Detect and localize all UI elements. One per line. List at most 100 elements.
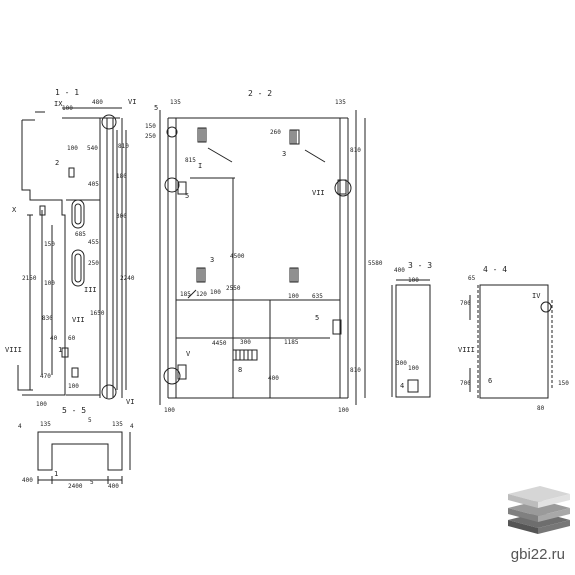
dim-label: 2150 <box>22 275 37 282</box>
section-1-1-detail-circle <box>101 384 117 400</box>
section-1-1-insert <box>68 167 75 178</box>
dim-label: 4450 <box>212 340 227 347</box>
section-3-3-title: 3 - 3 <box>408 261 432 270</box>
dim-label: 455 <box>88 239 99 246</box>
section-2-2-leaders <box>187 147 326 299</box>
section-3-3-dims <box>391 279 430 397</box>
dim-label: 100 <box>68 383 79 390</box>
dim-label: 2550 <box>226 285 241 292</box>
dim-label: 100 <box>288 293 299 300</box>
dim-label: 700 <box>460 300 471 307</box>
dim-label: 135 <box>335 99 346 106</box>
dim-label: 60 <box>68 335 76 342</box>
mark-label: 3 <box>210 256 214 264</box>
mark-label: 1 <box>58 346 62 354</box>
mark-label: 5 <box>185 192 189 200</box>
dim-label: 300 <box>396 360 407 367</box>
dim-label: 80 <box>537 405 545 412</box>
insert-5 <box>337 179 347 195</box>
dim-label: 810 <box>350 147 361 154</box>
section-1-1-insert <box>39 205 46 216</box>
mark-label: VIII <box>5 346 22 354</box>
dim-label: 810 <box>350 367 361 374</box>
dim-label: 1185 <box>284 339 299 346</box>
dim-label: 250 <box>145 133 156 140</box>
dim-label: 100 <box>338 407 349 414</box>
dim-label: 135 <box>170 99 181 106</box>
mark-label: X <box>12 206 17 214</box>
mark-label: 1 <box>54 470 58 478</box>
dim-label: 65 <box>468 275 476 282</box>
dim-label: 150 <box>44 241 55 248</box>
mark-label: III <box>84 286 97 294</box>
dim-label: 400 <box>108 483 119 490</box>
dim-label: 4500 <box>230 253 245 260</box>
dim-label: 100 <box>164 407 175 414</box>
section-1-1-insert <box>61 347 69 358</box>
logo-icon <box>508 486 570 534</box>
section-1-1-inner-dims <box>41 210 53 375</box>
section-2-2-detail-circle <box>164 177 180 193</box>
section-2-2-inserts <box>177 127 347 380</box>
section-1-1-slot-mid <box>71 249 85 287</box>
insert-5 <box>177 364 187 380</box>
dim-label: 100 <box>408 365 419 372</box>
mark-label: 8 <box>238 366 242 374</box>
dim-label: 135 <box>112 421 123 428</box>
dim-label: 810 <box>118 143 129 150</box>
section-1-1-wall-lines <box>22 118 123 398</box>
dim-label: 100 <box>62 105 73 112</box>
mark-label: VIII <box>458 346 475 354</box>
section-2-2-side-edges <box>167 118 349 398</box>
dim-label: 4 <box>18 423 22 430</box>
section-2-2-dim-lines <box>159 110 366 405</box>
dim-label: 100 <box>408 277 419 284</box>
dim-label: 480 <box>92 99 103 106</box>
mark-label: 3 <box>282 150 286 158</box>
section-3-3-outline <box>395 284 431 398</box>
dim-label: 400 <box>22 477 33 484</box>
dim-label: 470 <box>40 373 51 380</box>
section-4-4: 4 - 4 65 700 700 150 80 IV VIII 6 <box>458 265 569 412</box>
dim-label: 700 <box>460 380 471 387</box>
section-1-1-slot-top <box>71 199 85 229</box>
dim-label: 180 <box>116 173 127 180</box>
section-2-2-inner-lines <box>176 178 340 398</box>
dim-label: 5 <box>88 417 92 424</box>
dim-label: 815 <box>185 157 196 164</box>
section-5-5: 5 - 5 4 135 135 5 4 400 2400 5 400 1 <box>18 406 134 490</box>
section-4-4-hidden-lines <box>477 285 553 398</box>
section-2-2: 2 - 2 135 135 <box>145 89 383 414</box>
mark-label: V <box>186 350 191 358</box>
dim-label: 405 <box>88 181 99 188</box>
section-1-1-slot-top-inner <box>74 203 82 225</box>
mark-label: IV <box>532 292 541 300</box>
section-2-2-title: 2 - 2 <box>248 89 272 98</box>
dim-label: 150 <box>145 123 156 130</box>
dim-label: 300 <box>240 339 251 346</box>
dim-label: 260 <box>270 129 281 136</box>
dim-label: 830 <box>42 315 53 322</box>
section-1-1-left-dim <box>27 214 33 391</box>
dim-label: 540 <box>87 145 98 152</box>
section-1-1-top-dim <box>35 107 122 113</box>
dim-label: 40 <box>50 335 58 342</box>
dim-label: 2240 <box>120 275 135 282</box>
dim-label: 1650 <box>90 310 105 317</box>
section-5-5-title: 5 - 5 <box>62 406 86 415</box>
section-2-2-detail-circle <box>334 179 352 197</box>
mark-label: I <box>198 162 202 170</box>
dim-label: 150 <box>558 380 569 387</box>
mark-label: VII <box>312 189 325 197</box>
mark-label: 6 <box>488 377 492 385</box>
dim-label: 5580 <box>368 260 383 267</box>
mark-label: 5 <box>315 314 319 322</box>
dim-label: 100 <box>36 401 47 408</box>
dim-label: 135 <box>40 421 51 428</box>
section-1-1-inner-lines <box>66 199 100 396</box>
section-2-2-detail-circle <box>166 126 178 138</box>
dim-label: 300 <box>116 213 127 220</box>
section-1-1: 1 - 1 480 100 540 100 405 810 180 <box>5 88 136 408</box>
section-4-4-detail-circle <box>540 301 552 313</box>
